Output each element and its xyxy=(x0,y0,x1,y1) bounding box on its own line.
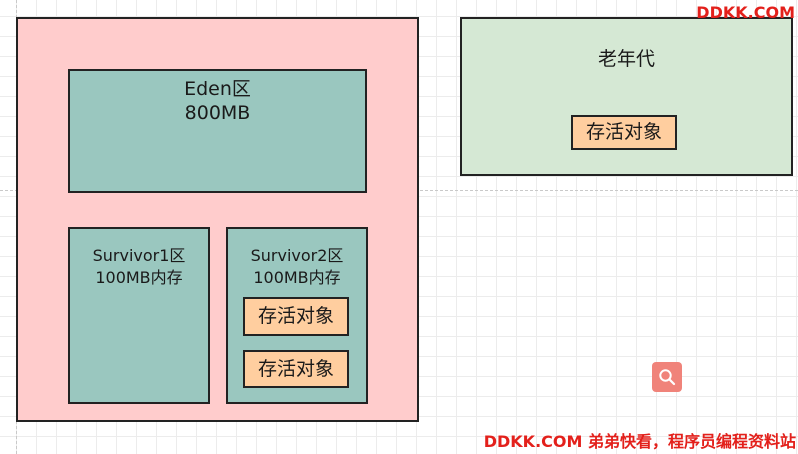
old-generation-live-object: 存活对象 xyxy=(571,115,677,150)
survivor2-live-object-2: 存活对象 xyxy=(243,350,349,388)
survivor1-box: Survivor1区 100MB内存 xyxy=(68,227,210,404)
survivor1-label: Survivor1区 100MB内存 xyxy=(70,245,208,289)
survivor2-live-object-1: 存活对象 xyxy=(243,297,349,336)
search-button[interactable] xyxy=(652,362,682,392)
old-generation-box: 老年代 xyxy=(460,17,793,176)
watermark-bottom: DDKK.COM 弟弟快看，程序员编程资料站 xyxy=(483,432,796,451)
survivor1-name: Survivor1区 xyxy=(92,246,186,265)
survivor1-size: 100MB内存 xyxy=(95,268,183,287)
survivor2-name: Survivor2区 xyxy=(250,246,344,265)
search-icon xyxy=(659,369,676,386)
old-generation-label: 老年代 xyxy=(597,48,655,70)
survivor2-size: 100MB内存 xyxy=(253,268,341,287)
eden-size: 800MB xyxy=(184,102,251,124)
eden-label: Eden区 800MB xyxy=(70,77,365,125)
eden-space-box: Eden区 800MB xyxy=(68,69,367,193)
survivor2-label: Survivor2区 100MB内存 xyxy=(228,245,366,289)
eden-name: Eden区 xyxy=(184,78,251,100)
watermark-top: DDKK.COM xyxy=(696,3,795,22)
